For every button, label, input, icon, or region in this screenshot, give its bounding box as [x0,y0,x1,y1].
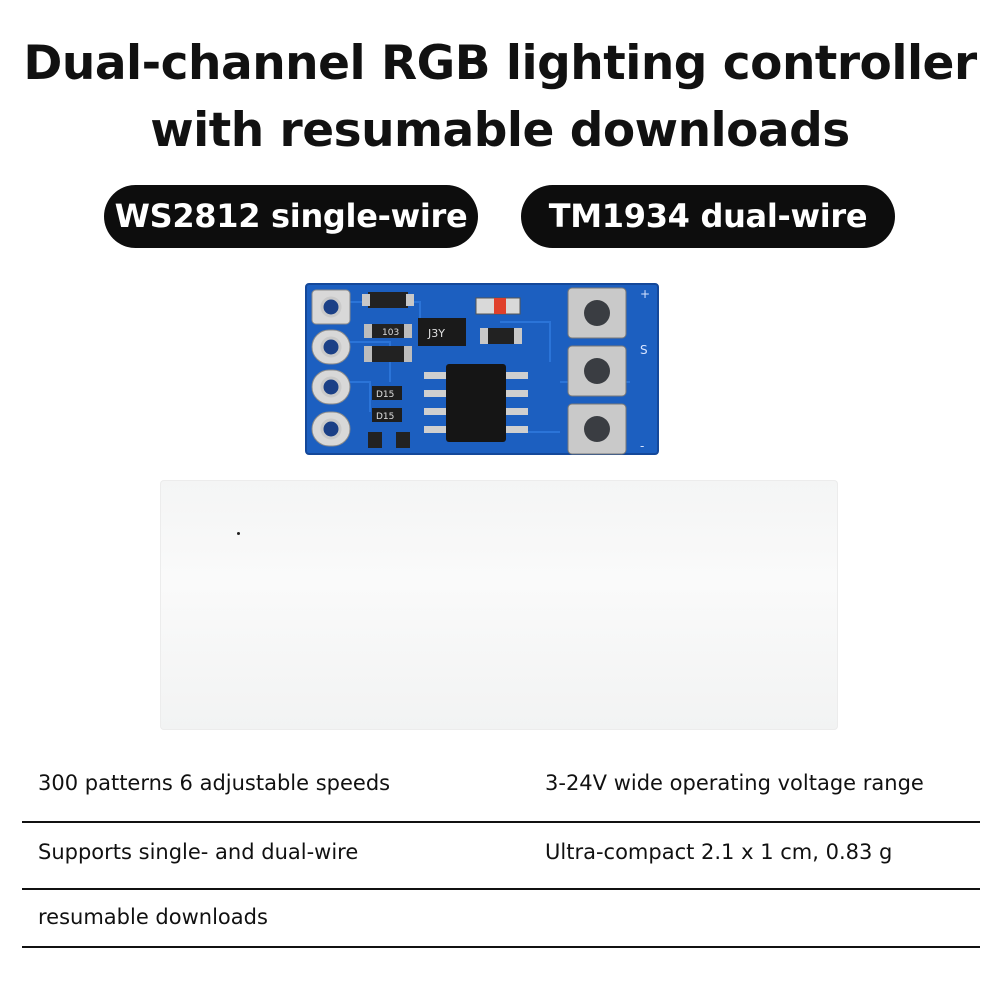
divider-3 [22,946,980,948]
headline-line-2: with resumable downloads [150,103,850,158]
tag-tm1934: TM1934 dual-wire [521,185,895,248]
headline-line-1: Dual-channel RGB lighting controller [23,36,977,91]
divider-2 [22,888,980,890]
tactile-buttons [567,287,627,455]
spec-size-weight: Ultra-compact 2.1 x 1 cm, 0.83 g [545,840,893,864]
connector-pads [311,289,351,447]
edge-mark-s: S [640,343,648,357]
diode-label-2: D15 [376,412,394,422]
tag-ws2812: WS2812 single-wire [104,185,478,248]
spec-voltage-range: 3-24V wide operating voltage range [545,771,924,795]
divider-1 [22,821,980,823]
spec-resumable-downloads: resumable downloads [38,905,268,929]
pcb-illustration: 103 J3Y D15 D15 [305,283,659,455]
tube-speck [237,532,240,535]
edge-mark-plus: + [640,287,650,301]
diode-label-1: D15 [376,390,394,400]
heat-shrink-tube-image [160,480,838,730]
smd-components: 103 J3Y D15 D15 [362,292,522,448]
spec-wire-support: Supports single- and dual-wire [38,840,359,864]
edge-mark-minus: - [640,439,644,453]
main-ic-chip [424,364,528,442]
regulator-label: J3Y [427,327,445,340]
controller-board-image: 103 J3Y D15 D15 [300,282,662,458]
spec-patterns-speeds: 300 patterns 6 adjustable speeds [38,771,391,795]
resistor-label: 103 [382,328,399,338]
